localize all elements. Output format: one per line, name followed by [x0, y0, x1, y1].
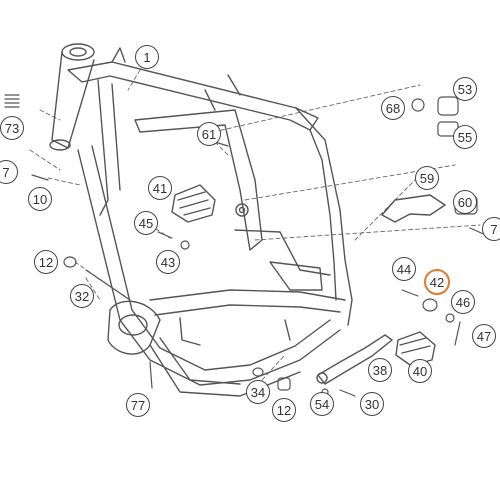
exhaust-guard	[107, 300, 301, 397]
callout-43: 43	[156, 250, 180, 274]
frame-center-spar	[134, 74, 331, 291]
callout-30: 30	[360, 392, 384, 416]
callout-60: 60	[453, 190, 477, 214]
callout-47: 47	[472, 324, 496, 348]
callout-59: 59	[415, 166, 439, 190]
callout-68: 68	[381, 96, 405, 120]
footpeg-left	[171, 184, 216, 223]
callout-40: 40	[408, 359, 432, 383]
leader-lines	[29, 69, 481, 381]
callout-44: 44	[392, 257, 416, 281]
steering-head	[49, 43, 95, 151]
callout-54: 54	[310, 392, 334, 416]
callout-53: 53	[453, 77, 477, 101]
callout-12: 12	[34, 250, 58, 274]
callout-32: 32	[70, 284, 94, 308]
callout-38: 38	[368, 358, 392, 382]
callout-34: 34	[246, 380, 270, 404]
footpeg-right	[395, 331, 436, 366]
callout-45: 45	[134, 211, 158, 235]
callout-77: 77	[126, 393, 150, 417]
callout-55: 55	[453, 125, 477, 149]
callout-7-right: 7	[482, 217, 500, 241]
callout-61: 61	[197, 122, 221, 146]
callout-73: 73	[0, 116, 24, 140]
callout-42-highlighted[interactable]: 42	[424, 269, 450, 295]
callout-1: 1	[135, 45, 159, 69]
small-parts	[4, 94, 489, 397]
callout-46: 46	[451, 290, 475, 314]
chain-slider	[381, 194, 446, 223]
callout-10: 10	[28, 187, 52, 211]
frame-top-rail	[67, 47, 353, 326]
callout-7: 7	[0, 160, 18, 184]
brake-pedal	[316, 334, 393, 385]
frame-bottom-cradle	[149, 289, 346, 346]
callout-12-bottom: 12	[272, 398, 296, 422]
callout-41: 41	[148, 176, 172, 200]
